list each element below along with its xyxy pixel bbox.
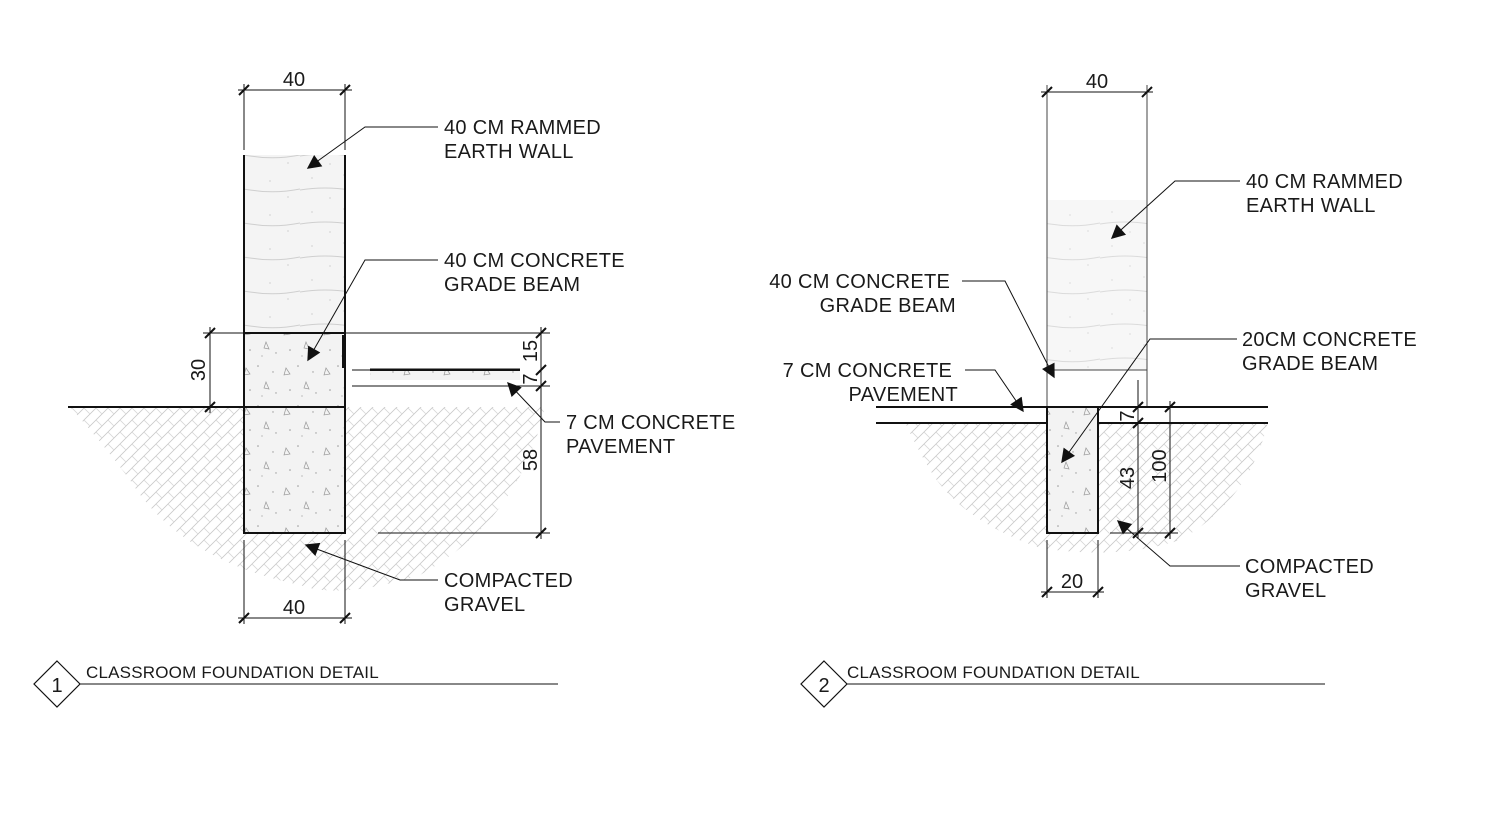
detail-1: 40 30 15 7 58 40 40 CM RAMMED EARTH WALL: [33, 69, 741, 708]
note-rammed-earth-wall: 40 CM RAMMED EARTH WALL: [444, 117, 607, 163]
dim-footing-width-bottom: 40: [283, 597, 305, 619]
detail-2-title: CLASSROOM FOUNDATION DETAIL: [847, 663, 1140, 682]
dim-total-depth: 100: [1149, 449, 1171, 482]
dim-wall-width-top-2: 40: [1086, 71, 1108, 93]
concrete-grade-beam: [243, 332, 346, 534]
detail-1-title: CLASSROOM FOUNDATION DETAIL: [86, 663, 379, 682]
note-concrete-grade-beam-20: 20CM CONCRETE GRADE BEAM: [1242, 329, 1423, 375]
note-compacted-gravel: COMPACTED GRAVEL: [444, 570, 579, 616]
dim-pavement-thickness-2: 7: [1117, 410, 1139, 421]
note-concrete-pavement-2: 7 CM CONCRETE PAVEMENT: [783, 360, 958, 406]
concrete-grade-beam-20: [1046, 406, 1099, 534]
dim-wall-width-top: 40: [283, 69, 305, 91]
rammed-earth-wall: [244, 155, 345, 333]
dim-beam-width-bottom: 20: [1061, 571, 1083, 593]
dim-beam-depth: 43: [1117, 467, 1139, 489]
note-rammed-earth-wall-2: 40 CM RAMMED EARTH WALL: [1246, 171, 1409, 217]
dim-footing-depth: 58: [520, 449, 542, 471]
detail-2: 40 7 43 100 20 40 CM RAMMED EARTH WALL: [769, 71, 1423, 708]
detail-2-title-block: 2 CLASSROOM FOUNDATION DETAIL: [800, 660, 1325, 708]
dim-pavement-offset: 15: [520, 340, 542, 362]
dim-grade-beam-height: 30: [188, 359, 210, 381]
note-concrete-pavement: 7 CM CONCRETE PAVEMENT: [566, 412, 741, 458]
note-concrete-grade-beam: 40 CM CONCRETE GRADE BEAM: [444, 250, 631, 296]
detail-1-tag: [33, 660, 81, 708]
detail-1-title-block: 1 CLASSROOM FOUNDATION DETAIL: [33, 660, 558, 708]
detail-2-number: 2: [818, 675, 829, 697]
detail-1-number: 1: [51, 675, 62, 697]
rammed-earth-wall-2: [1047, 200, 1147, 370]
detail-2-tag: [800, 660, 848, 708]
note-compacted-gravel-2: COMPACTED GRAVEL: [1245, 556, 1380, 602]
dim-pavement-thickness: 7: [520, 373, 542, 384]
note-concrete-grade-beam-40: 40 CM CONCRETE GRADE BEAM: [769, 271, 956, 317]
